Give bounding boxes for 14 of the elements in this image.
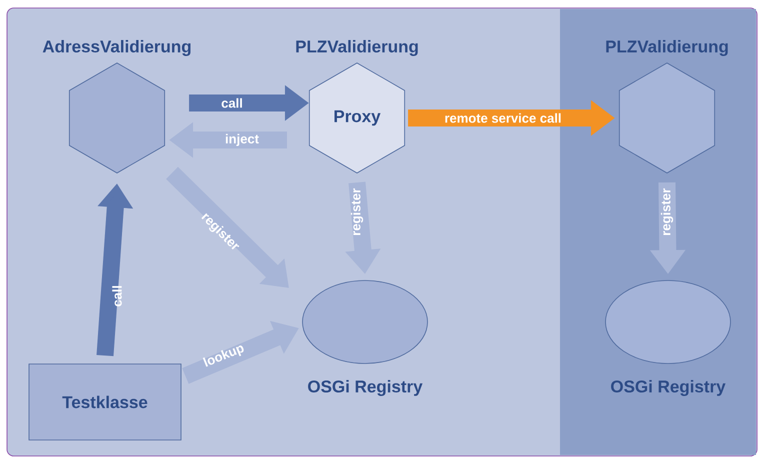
- arrow-label: remote service call: [445, 113, 561, 123]
- node-heading: PLZValidierung: [606, 40, 728, 56]
- node-caption: OSGi Registry: [308, 380, 423, 396]
- arrow-label: register: [660, 188, 674, 235]
- arrow-label: call: [112, 286, 122, 306]
- hexagon: Proxy: [308, 62, 406, 174]
- arrow-label: register: [350, 188, 364, 235]
- arrow-label: call: [222, 98, 242, 108]
- arrow-label: inject: [226, 134, 259, 146]
- arrow-label: lookup: [202, 346, 244, 367]
- node-heading: PLZValidierung: [296, 40, 418, 56]
- class-box: Testklasse: [28, 364, 182, 440]
- node-caption: OSGi Registry: [611, 380, 726, 396]
- node-heading: AdressValidierung: [42, 40, 190, 56]
